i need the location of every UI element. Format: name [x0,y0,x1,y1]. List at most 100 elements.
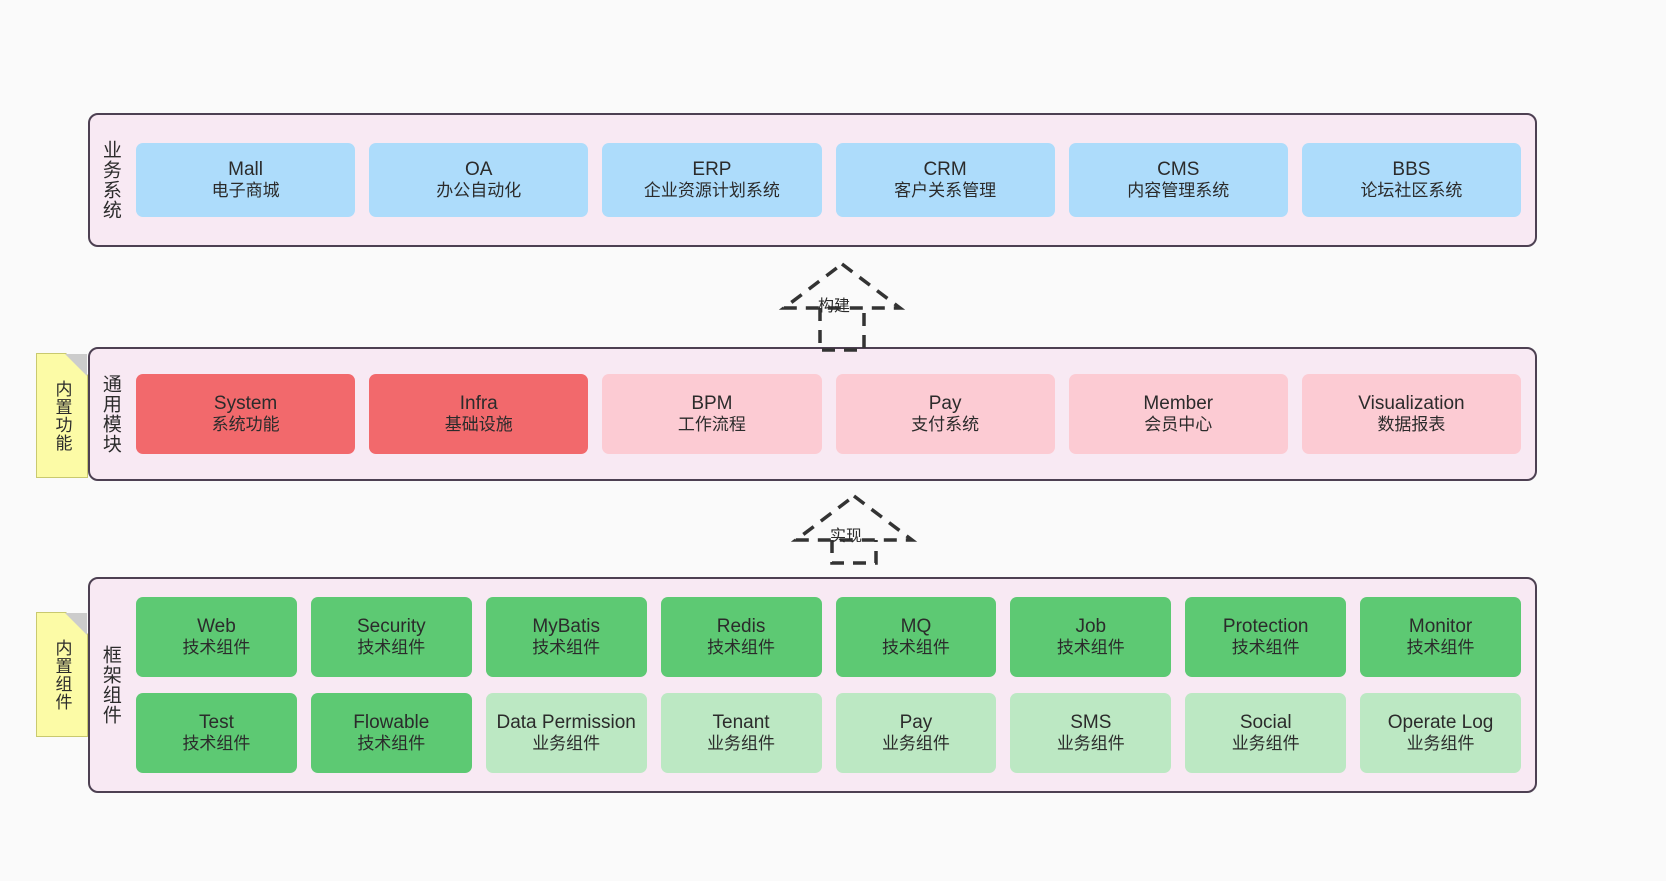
note-builtin-component: 内置组件 [36,612,88,737]
node-oa[interactable]: OA 办公自动化 [369,143,589,217]
node-pay-module[interactable]: Pay 支付系统 [835,374,1055,454]
layer-title-business-system: 业务系统 [99,140,121,220]
node-sms[interactable]: SMS 业务组件 [1010,693,1172,773]
node-title-cn: 业务组件 [1231,734,1300,754]
node-mall[interactable]: Mall 电子商城 [136,143,356,217]
node-title-en: Protection [1222,616,1309,638]
node-title-cn: 技术组件 [182,638,251,658]
node-title-cn: 会员中心 [1144,415,1213,435]
node-title-cn: 业务组件 [1406,734,1475,754]
node-security[interactable]: Security 技术组件 [310,597,472,677]
node-social[interactable]: Social 业务组件 [1185,693,1347,773]
node-title-cn: 技术组件 [707,638,776,658]
node-visualization[interactable]: Visualization 数据报表 [1301,374,1522,454]
node-row: Test 技术组件 Flowable 技术组件 Data Permission … [136,693,1521,773]
note-builtin-function-label: 内置功能 [52,379,72,452]
node-title-en: CMS [1157,159,1200,181]
node-title-en: Pay [928,393,962,415]
node-title-cn: 技术组件 [357,734,426,754]
node-infra[interactable]: Infra 基础设施 [369,374,589,454]
note-builtin-component-label: 内置组件 [52,638,72,711]
layer-body-framework-component: Web 技术组件 Security 技术组件 MyBatis 技术组件 Redi… [130,579,1535,791]
node-title-en: BBS [1392,159,1431,181]
arrow-realize: 实现 [764,490,944,565]
arrow-build-label: 构建 [818,298,851,315]
node-bpm[interactable]: BPM 工作流程 [602,374,822,454]
node-crm[interactable]: CRM 客户关系管理 [835,143,1055,217]
node-title-cn: 办公自动化 [436,181,522,201]
node-title-en: Security [356,616,426,638]
node-title-cn: 企业资源计划系统 [643,181,780,201]
node-tenant[interactable]: Tenant 业务组件 [660,693,822,773]
node-data-permission[interactable]: Data Permission 业务组件 [485,693,647,773]
layer-body-business-system: Mall 电子商城 OA 办公自动化 ERP 企业资源计划系统 CRM 客户关系… [130,115,1535,245]
node-title-cn: 工作流程 [677,415,746,435]
node-row: Web 技术组件 Security 技术组件 MyBatis 技术组件 Redi… [136,597,1521,677]
node-title-en: ERP [692,159,732,181]
node-title-cn: 业务组件 [881,734,950,754]
node-title-en: BPM [691,393,733,415]
layer-title-common-module: 通用模块 [99,374,121,454]
node-web[interactable]: Web 技术组件 [136,597,297,677]
arrow-build: 构建 [752,258,932,353]
node-title-cn: 内容管理系统 [1127,181,1230,201]
node-title-en: SMS [1070,712,1112,734]
node-title-en: Pay [899,712,933,734]
node-title-cn: 数据报表 [1377,415,1446,435]
layer-common-module: 通用模块 System 系统功能 Infra 基础设施 BPM 工作流程 Pay… [88,347,1537,481]
node-title-en: Operate Log [1387,712,1494,734]
node-row: Mall 电子商城 OA 办公自动化 ERP 企业资源计划系统 CRM 客户关系… [136,143,1522,217]
node-operate-log[interactable]: Operate Log 业务组件 [1360,693,1521,773]
node-title-en: Mall [228,159,263,181]
node-title-en: OA [465,159,493,181]
node-title-cn: 论坛社区系统 [1360,181,1463,201]
node-redis[interactable]: Redis 技术组件 [660,597,822,677]
node-title-en: Flowable [353,712,430,734]
arrow-realize-label: 实现 [830,528,863,545]
node-title-en: MQ [900,616,932,638]
node-title-cn: 业务组件 [1056,734,1125,754]
node-system[interactable]: System 系统功能 [136,374,356,454]
node-title-cn: 电子商城 [211,181,280,201]
node-title-cn: 客户关系管理 [894,181,997,201]
node-bbs[interactable]: BBS 论坛社区系统 [1301,143,1522,217]
node-title-cn: 技术组件 [1231,638,1300,658]
node-title-en: Web [197,616,236,638]
layer-business-system: 业务系统 Mall 电子商城 OA 办公自动化 ERP 企业资源计划系统 CRM… [88,113,1537,247]
node-title-cn: 技术组件 [532,638,601,658]
node-title-cn: 业务组件 [707,734,776,754]
node-mybatis[interactable]: MyBatis 技术组件 [485,597,647,677]
layer-body-common-module: System 系统功能 Infra 基础设施 BPM 工作流程 Pay 支付系统… [130,349,1535,479]
node-title-cn: 系统功能 [211,415,280,435]
node-title-cn: 支付系统 [911,415,980,435]
node-title-en: Infra [459,393,498,415]
node-pay-component[interactable]: Pay 业务组件 [835,693,997,773]
node-cms[interactable]: CMS 内容管理系统 [1068,143,1288,217]
layer-framework-component: 框架组件 Web 技术组件 Security 技术组件 MyBatis 技术组件… [88,577,1537,793]
arrow-build-shape [778,261,906,352]
node-title-en: Redis [716,616,766,638]
node-monitor[interactable]: Monitor 技术组件 [1360,597,1521,677]
node-member[interactable]: Member 会员中心 [1068,374,1288,454]
node-title-en: Tenant [712,712,770,734]
node-title-cn: 技术组件 [357,638,426,658]
node-protection[interactable]: Protection 技术组件 [1185,597,1347,677]
node-title-cn: 技术组件 [881,638,950,658]
note-builtin-function: 内置功能 [36,353,88,478]
node-title-en: MyBatis [532,616,600,638]
node-title-cn: 技术组件 [1406,638,1475,658]
node-title-en: CRM [923,159,967,181]
node-job[interactable]: Job 技术组件 [1010,597,1172,677]
node-test[interactable]: Test 技术组件 [136,693,297,773]
node-mq[interactable]: MQ 技术组件 [835,597,997,677]
node-erp[interactable]: ERP 企业资源计划系统 [602,143,822,217]
node-title-cn: 技术组件 [182,734,251,754]
node-title-cn: 基础设施 [444,415,513,435]
node-title-en: Visualization [1358,393,1465,415]
node-flowable[interactable]: Flowable 技术组件 [310,693,472,773]
node-row: System 系统功能 Infra 基础设施 BPM 工作流程 Pay 支付系统… [136,374,1522,454]
layer-title-framework-component: 框架组件 [99,645,121,725]
node-title-en: System [213,393,278,415]
node-title-en: Social [1239,712,1292,734]
